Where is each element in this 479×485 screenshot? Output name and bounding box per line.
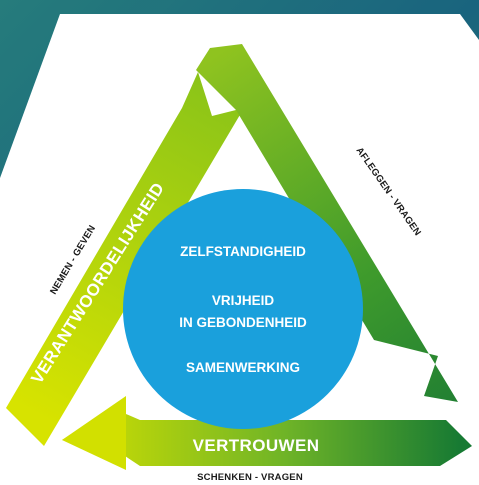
center-circle — [123, 189, 363, 429]
right-arrow-arm — [196, 44, 458, 402]
bottom-arm-label: VERTROUWEN — [193, 436, 320, 455]
circle-line-1: ZELFSTANDIGHEID — [180, 244, 306, 259]
circle-line-3: IN GEBONDENHEID — [179, 315, 307, 330]
circle-line-2: VRIJHEID — [212, 293, 275, 308]
circle-line-4: SAMENWERKING — [186, 360, 300, 375]
bottom-note: SCHENKEN - VRAGEN — [197, 472, 303, 483]
left-arrow-arm — [6, 72, 244, 446]
bottom-arrowhead — [62, 396, 126, 470]
bottom-arrow-arm — [62, 404, 472, 466]
